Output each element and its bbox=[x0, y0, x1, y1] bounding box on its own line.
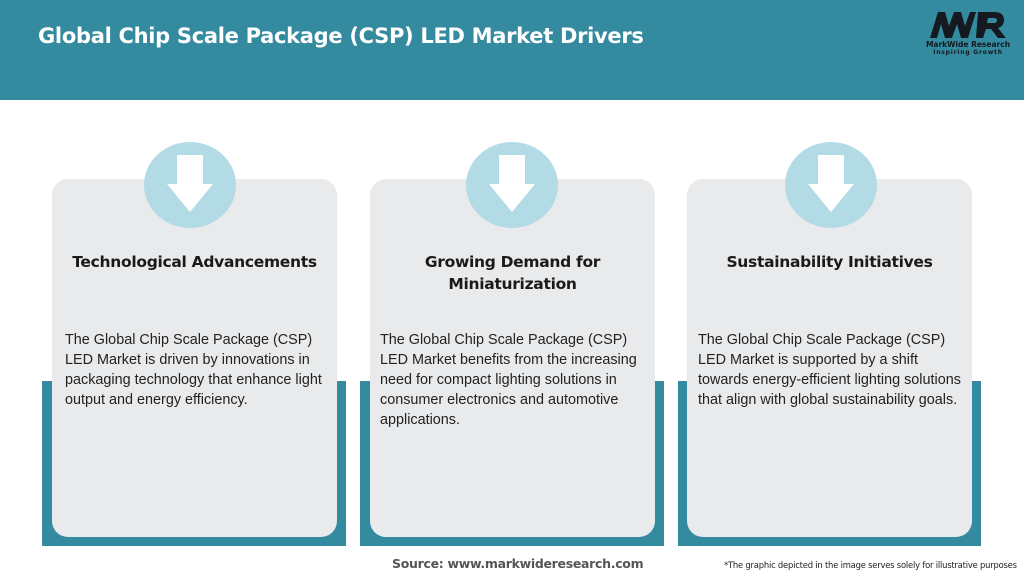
text-line: consumer electronics and automotive bbox=[380, 392, 619, 408]
text-line: that align with global sustainability go… bbox=[698, 392, 958, 408]
source-credit: Source: www.markwideresearch.com bbox=[392, 556, 644, 571]
logo: MarkWide Research Inspiring Growth bbox=[922, 10, 1014, 58]
text-line: The Global Chip Scale Package (CSP) bbox=[698, 332, 946, 348]
card-description: The Global Chip Scale Package (CSP) LED … bbox=[380, 330, 655, 430]
card-description: The Global Chip Scale Package (CSP) LED … bbox=[65, 330, 337, 410]
arrow-down-icon bbox=[808, 155, 854, 212]
text-line: applications. bbox=[380, 412, 460, 428]
text-line: output and energy efficiency. bbox=[65, 392, 248, 408]
arrow-down-icon bbox=[489, 155, 535, 212]
text-line: LED Market is supported by a shift bbox=[698, 352, 918, 368]
text-line: LED Market benefits from the increasing bbox=[380, 352, 637, 368]
title-line: Miniaturization bbox=[448, 275, 577, 293]
mwr-logo-icon bbox=[930, 12, 1006, 38]
icon-circle bbox=[466, 142, 558, 228]
card-title: Technological Advancements bbox=[72, 253, 317, 271]
text-line: The Global Chip Scale Package (CSP) bbox=[65, 332, 313, 348]
driver-card-technological bbox=[52, 179, 337, 537]
header-banner: Global Chip Scale Package (CSP) LED Mark… bbox=[0, 0, 1024, 100]
card-description: The Global Chip Scale Package (CSP) LED … bbox=[698, 330, 972, 410]
text-line: towards energy-efficient lighting soluti… bbox=[698, 372, 961, 388]
driver-card-miniaturization bbox=[370, 179, 655, 537]
text-line: The Global Chip Scale Package (CSP) bbox=[380, 332, 628, 348]
card-title: Growing Demand for Miniaturization bbox=[370, 251, 655, 295]
icon-circle bbox=[785, 142, 877, 228]
text-line: packaging technology that enhance light bbox=[65, 372, 322, 388]
logo-name: MarkWide Research bbox=[925, 40, 1011, 49]
card-title: Sustainability Initiatives bbox=[726, 253, 933, 271]
text-line: need for compact lighting solutions in bbox=[380, 372, 617, 388]
title-line: Growing Demand for bbox=[424, 253, 601, 271]
arrow-down-icon bbox=[167, 155, 213, 212]
text-line: LED Market is driven by innovations in bbox=[65, 352, 310, 368]
page-title: Global Chip Scale Package (CSP) LED Mark… bbox=[38, 24, 644, 48]
icon-circle bbox=[144, 142, 236, 228]
disclaimer-note: *The graphic depicted in the image serve… bbox=[724, 560, 1017, 570]
driver-card-sustainability bbox=[687, 179, 972, 537]
logo-tagline: Inspiring Growth bbox=[933, 49, 1003, 56]
